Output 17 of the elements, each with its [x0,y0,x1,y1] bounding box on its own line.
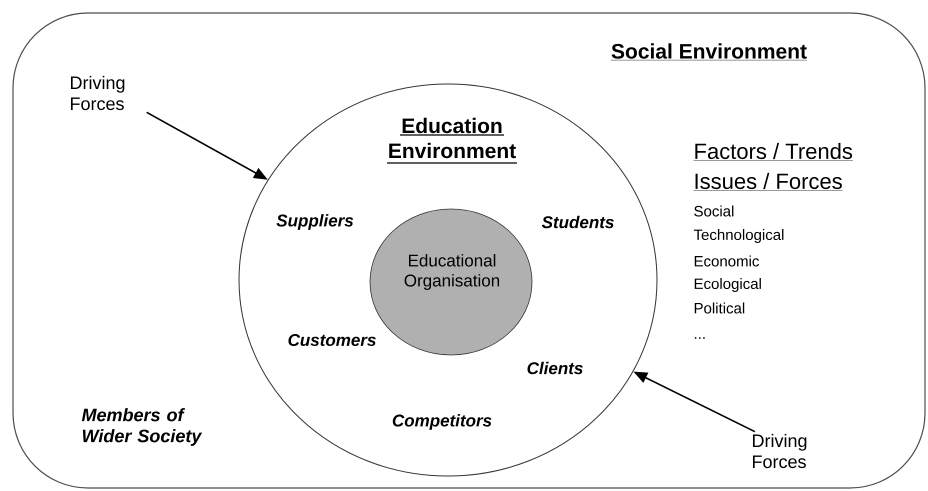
label: Clients [528,362,583,374]
heading: Factors / Trends [693,142,854,161]
label: Driving Forces [70,76,124,110]
list-item: Technological [694,229,784,243]
list-item: Ecological [694,278,761,292]
heading: Education Environment [387,118,517,164]
list-item: ... [694,337,705,339]
label: Students [542,216,614,228]
label: Driving Forces [752,434,806,468]
heading: Issues / Forces [693,172,843,191]
label: Competitors [392,414,492,430]
list-item: Political [694,302,744,314]
heading: Social Environment [610,43,808,60]
label: Suppliers [276,214,354,230]
list-item: Social [694,206,734,216]
label: Members of Wider Society [82,408,202,446]
list-item: Economic [694,256,759,266]
